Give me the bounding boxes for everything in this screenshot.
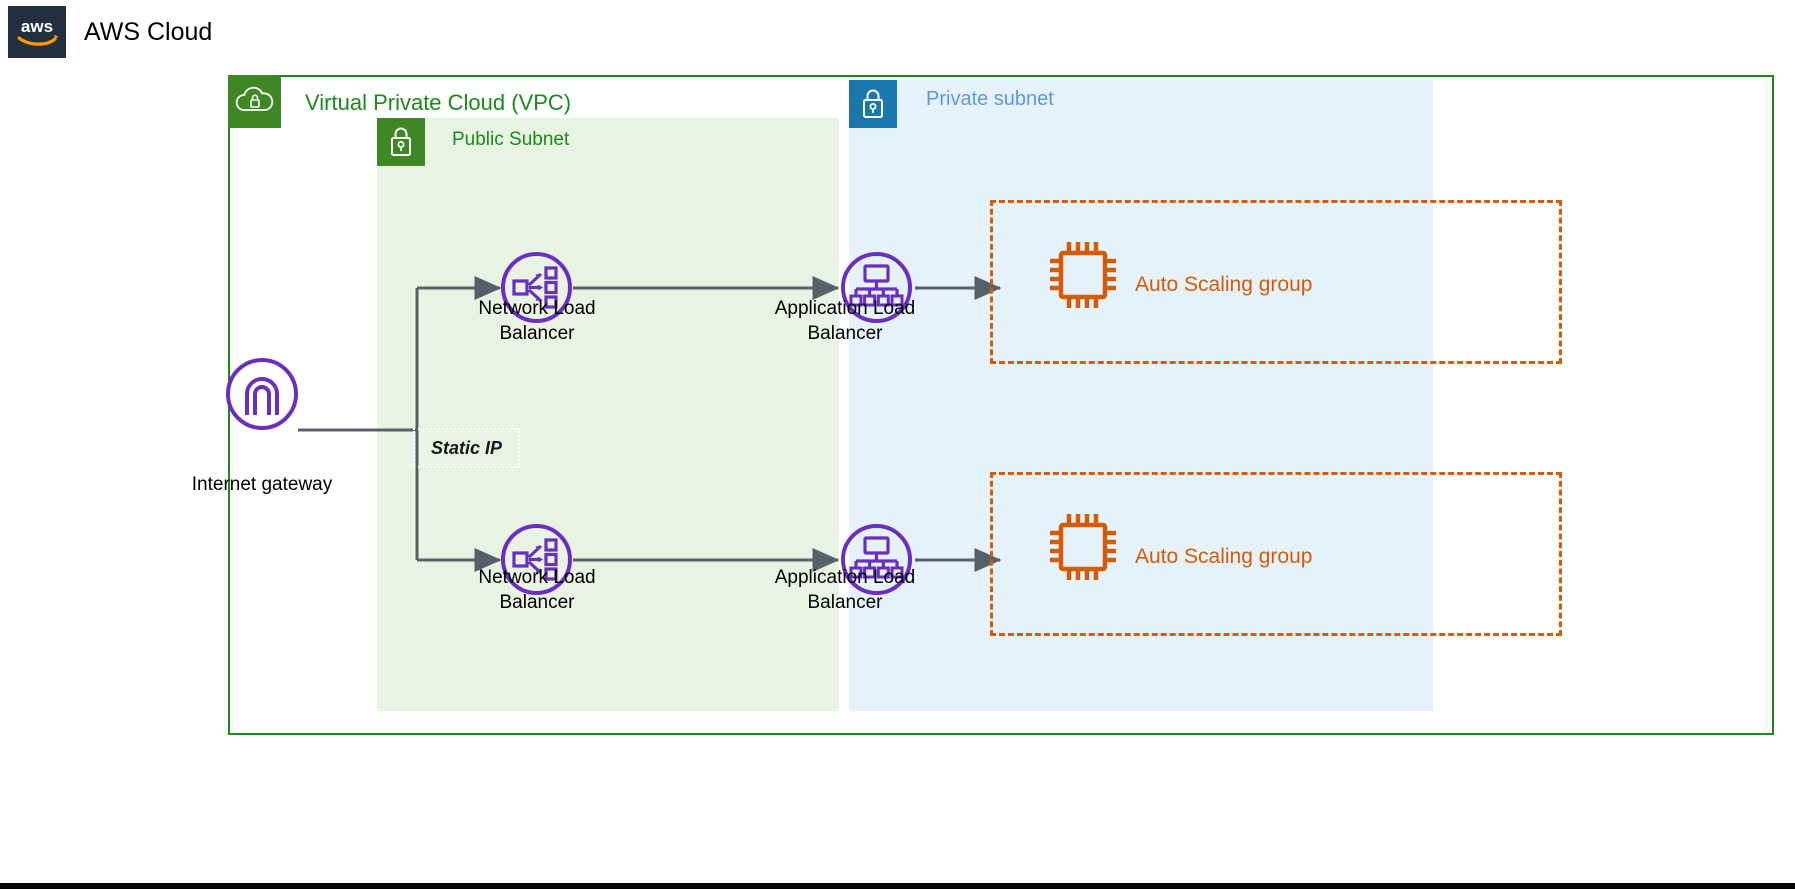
- private-subnet-container: [849, 80, 1433, 711]
- ec2-instance-chip-icon-top: [1040, 232, 1126, 323]
- internet-gateway-label: Internet gateway: [191, 474, 333, 495]
- public-subnet-lock-icon: [377, 118, 425, 166]
- network-load-balancer-icon-bottom[interactable]: [500, 523, 573, 601]
- static-ip-label: Static IP: [430, 437, 503, 458]
- auto-scaling-group-label-bottom: Auto Scaling group: [1135, 545, 1313, 568]
- private-subnet-title: Private subnet: [926, 88, 1054, 110]
- auto-scaling-group-bottom: [990, 472, 1562, 636]
- vpc-cloud-lock-icon: [228, 75, 281, 128]
- static-ip-box: Static IP: [413, 428, 520, 468]
- application-load-balancer-icon-top[interactable]: [838, 251, 915, 329]
- private-subnet-lock-icon: [849, 80, 897, 128]
- aws-logo-icon: aws: [8, 6, 66, 58]
- ec2-instance-chip-icon-bottom: [1040, 504, 1126, 595]
- application-load-balancer-label-top: Application Load Balancer: [774, 298, 916, 345]
- internet-gateway-icon[interactable]: [225, 357, 299, 436]
- auto-scaling-group-label-top: Auto Scaling group: [1135, 273, 1313, 296]
- network-load-balancer-icon-top[interactable]: [500, 251, 573, 329]
- page-title: AWS Cloud: [84, 18, 213, 46]
- auto-scaling-group-top: [990, 200, 1562, 364]
- network-load-balancer-label-top: Network Load Balancer: [478, 298, 596, 345]
- public-subnet-container: [377, 118, 839, 711]
- application-load-balancer-label-bottom: Application Load Balancer: [774, 567, 916, 614]
- vpc-title: Virtual Private Cloud (VPC): [305, 90, 572, 115]
- svg-text:aws: aws: [21, 17, 53, 36]
- network-load-balancer-label-bottom: Network Load Balancer: [478, 567, 596, 614]
- application-load-balancer-icon-bottom[interactable]: [838, 523, 915, 601]
- public-subnet-title: Public Subnet: [452, 129, 570, 150]
